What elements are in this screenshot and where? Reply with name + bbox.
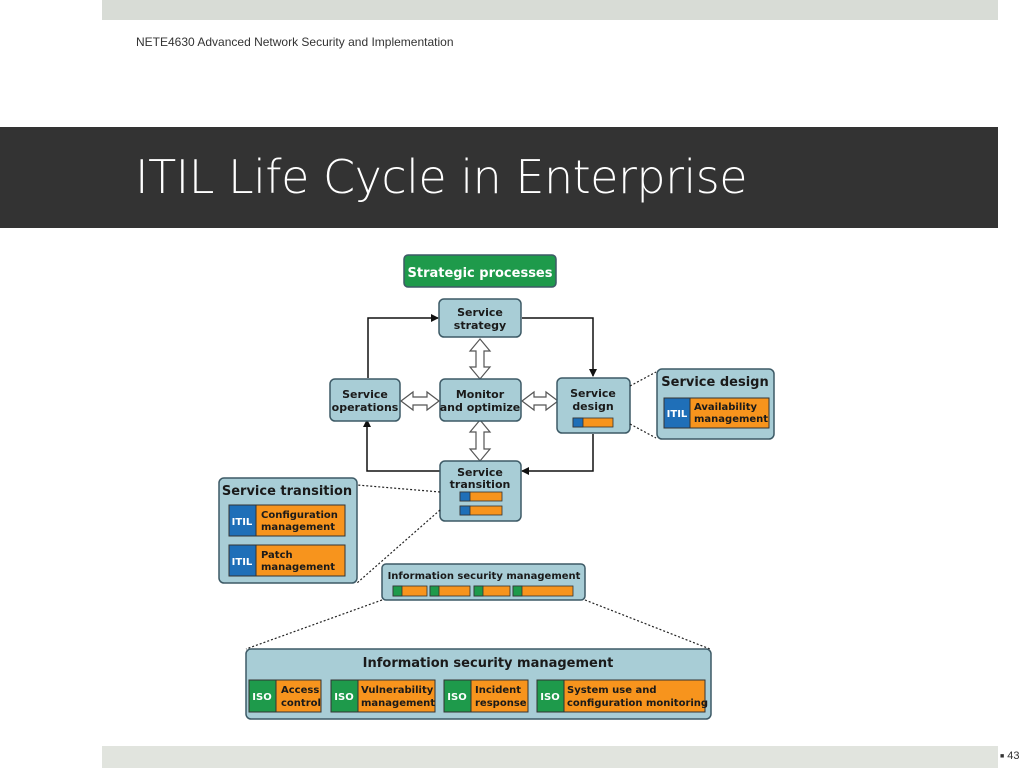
svg-text:strategy: strategy [454, 319, 506, 332]
svg-text:Service: Service [457, 306, 503, 319]
svg-text:control: control [281, 698, 321, 709]
svg-text:Vulnerability: Vulnerability [361, 685, 434, 696]
page-number: ■43 [1000, 750, 1019, 762]
double-arrow-vertical-top [468, 338, 492, 380]
svg-text:ISO: ISO [252, 692, 271, 703]
title-band [0, 127, 998, 228]
course-header: NETE4630 Advanced Network Security and I… [136, 35, 454, 49]
svg-text:Monitor: Monitor [456, 388, 505, 401]
svg-text:Service: Service [342, 388, 388, 401]
svg-text:ITIL: ITIL [667, 409, 688, 420]
svg-text:Configuration: Configuration [261, 510, 338, 521]
top-band [102, 0, 998, 20]
strategic-processes-label: Strategic processes [408, 266, 553, 281]
svg-text:Service design: Service design [661, 375, 768, 390]
slide-title: ITIL Life Cycle in Enterprise [135, 150, 748, 204]
page-number-value: 43 [1007, 750, 1020, 762]
arrow-design-to-transition [521, 434, 594, 475]
svg-text:transition: transition [450, 478, 511, 491]
svg-text:design: design [572, 400, 613, 413]
svg-text:management: management [261, 522, 335, 533]
service-design-box: Service design [556, 377, 631, 434]
svg-text:operations: operations [332, 401, 399, 414]
double-arrow-left [400, 390, 440, 412]
dotted-connectors [245, 371, 711, 650]
flow-arrows [363, 314, 597, 475]
svg-text:System use and: System use and [567, 685, 657, 696]
monitor-optimize-box: Monitor and optimize [439, 378, 522, 422]
bottom-band [102, 746, 998, 768]
arrow-transition-to-operations [363, 419, 440, 472]
double-arrows [400, 338, 559, 462]
svg-text:ISO: ISO [334, 692, 353, 703]
arrow-strategy-to-design [522, 317, 597, 377]
svg-text:Availability: Availability [694, 402, 757, 413]
svg-text:Service: Service [570, 387, 616, 400]
service-transition-panel: Service transition ITIL Configuration ma… [218, 477, 358, 584]
service-design-panel: Service design ITIL Availability managem… [656, 368, 775, 440]
svg-text:ITIL: ITIL [232, 517, 253, 528]
svg-text:ISO: ISO [540, 692, 559, 703]
svg-text:Access: Access [281, 685, 319, 696]
svg-text:management: management [361, 698, 435, 709]
arrow-operations-to-strategy [367, 314, 439, 378]
service-operations-box: Service operations [329, 378, 401, 422]
svg-text:ISO: ISO [447, 692, 466, 703]
ism-panel: Information security management ISO Acce… [245, 648, 712, 720]
double-arrow-vertical-bottom [468, 419, 492, 462]
svg-text:management: management [694, 414, 768, 425]
svg-text:Patch: Patch [261, 550, 293, 561]
svg-text:response: response [475, 698, 527, 709]
double-arrow-right [521, 390, 559, 412]
service-strategy-box: Service strategy [438, 298, 522, 338]
svg-text:ITIL: ITIL [232, 557, 253, 568]
svg-text:Information security managemen: Information security management [363, 656, 614, 671]
design-blue-bar [572, 417, 584, 428]
ism-small-box: Information security management [381, 563, 586, 601]
svg-text:management: management [261, 562, 335, 573]
svg-text:Incident: Incident [475, 685, 521, 696]
bullet-icon: ■ [1000, 753, 1005, 760]
svg-text:Information security managemen: Information security management [388, 571, 581, 582]
svg-text:Service transition: Service transition [222, 484, 352, 499]
svg-text:configuration monitoring: configuration monitoring [567, 698, 708, 709]
strategic-processes-banner: Strategic processes [403, 254, 557, 288]
svg-text:Service: Service [457, 466, 503, 479]
service-transition-box: Service transition [439, 460, 522, 522]
svg-text:and optimize: and optimize [440, 401, 521, 414]
